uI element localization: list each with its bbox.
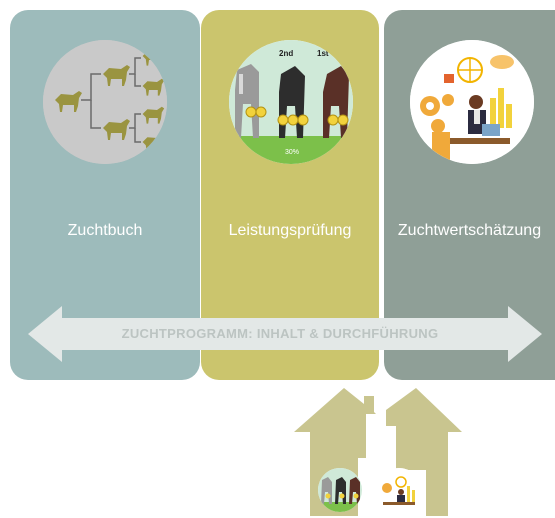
data-analyst-mini-icon (377, 468, 421, 512)
pct-left-label: 20% (237, 149, 251, 156)
panel-zuchtwertschaetzung: Zuchtwertschätzung (384, 10, 555, 380)
panel-leistungspruefung: 2nd 1st 20% 30% Leistungsprüfung (201, 10, 379, 380)
horse-pedigree-icon (43, 40, 167, 164)
rank-first-label: 1st (317, 49, 329, 58)
arrow-label: ZUCHTPROGRAMM: INHALT & DURCHFÜHRUNG (121, 326, 439, 341)
panel-label: Zuchtwertschätzung (397, 222, 542, 239)
horse-ranking-icon: 2nd 1st 20% 30% (229, 40, 353, 164)
rank-second-label: 2nd (279, 49, 293, 58)
grey-horse-icon (235, 64, 259, 138)
data-analyst-icon (410, 40, 534, 164)
panel-zuchtbuch: Zuchtbuch (10, 10, 200, 380)
panel-label: Leistungsprüfung (228, 222, 352, 239)
panel-label: Zuchtbuch (67, 222, 143, 239)
horse-ranking-mini-icon (318, 468, 362, 512)
pct-mid-label: 30% (285, 149, 299, 156)
